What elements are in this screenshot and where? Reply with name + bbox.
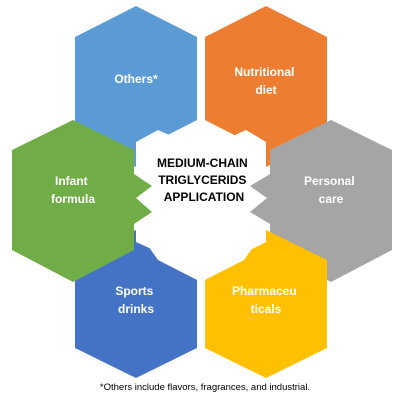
segment-personal-care-label: Personal care <box>304 174 358 206</box>
segment-sports-drinks: Sports drinks <box>75 230 197 378</box>
segment-pharmaceuticals-shape <box>205 230 327 378</box>
segment-sports-drinks-label: Sports drinks <box>115 284 156 316</box>
center-hub: MEDIUM-CHAIN TRIGLYCERIDS APPLICATION <box>144 118 258 282</box>
segment-nutritional-diet-shape <box>205 6 327 167</box>
footnote: *Others include flavors, fragrances, and… <box>99 382 311 393</box>
segment-infant-formula: Infant formula <box>12 120 152 282</box>
segment-nutritional-diet: Nutritional diet <box>205 6 327 167</box>
segment-pharmaceuticals: Pharmaceu ticals <box>205 230 327 378</box>
segment-pharmaceuticals-label: Pharmaceu ticals <box>232 284 300 316</box>
segment-infant-formula-shape <box>12 120 152 282</box>
segment-infant-formula-label: Infant formula <box>51 174 95 206</box>
segment-others-shape <box>75 6 197 167</box>
segment-sports-drinks-shape <box>75 230 197 378</box>
segment-nutritional-diet-label: Nutritional diet <box>234 65 297 97</box>
segment-others: Others* <box>75 6 197 167</box>
segment-others-label: Others* <box>114 72 158 86</box>
center-hexagon <box>144 118 258 282</box>
center-title: MEDIUM-CHAIN TRIGLYCERIDS APPLICATION <box>157 156 251 204</box>
